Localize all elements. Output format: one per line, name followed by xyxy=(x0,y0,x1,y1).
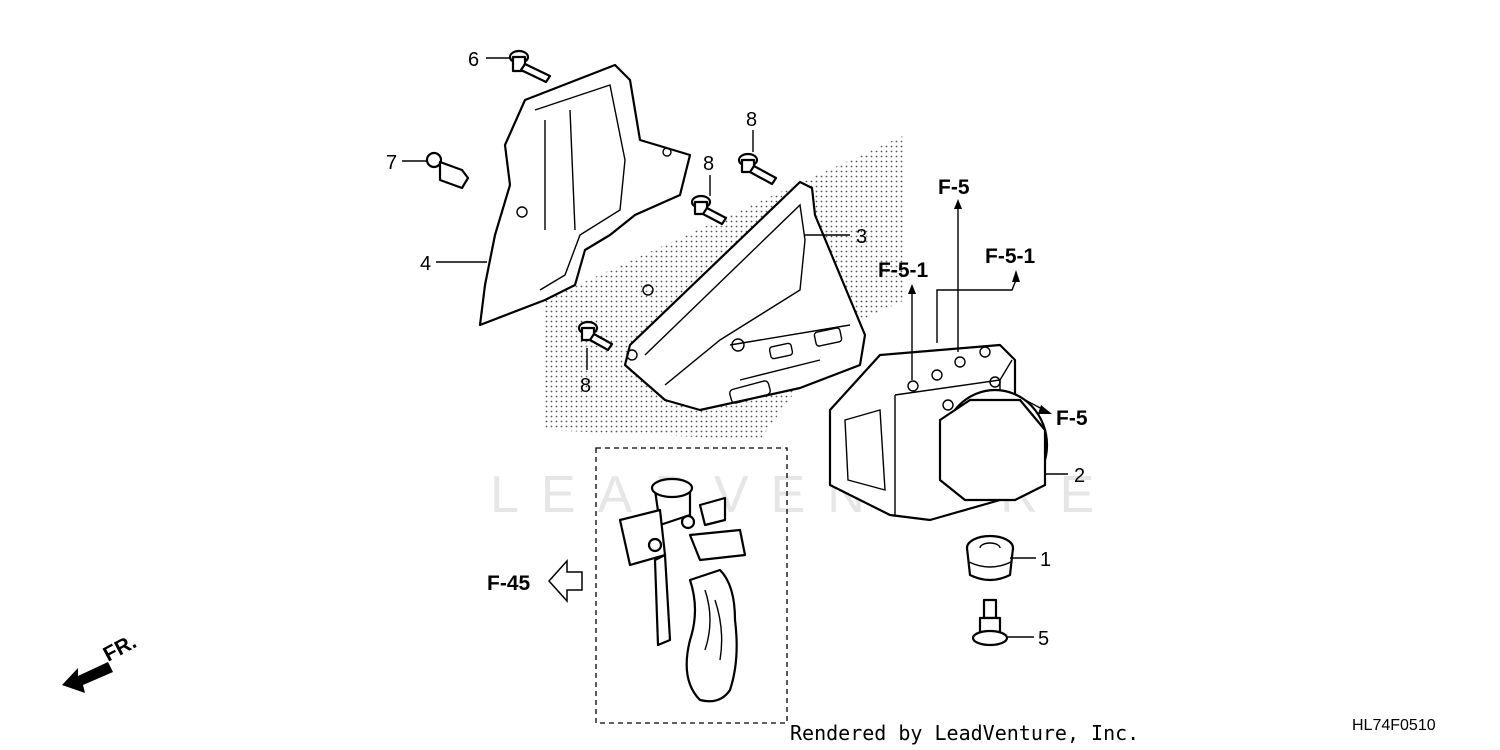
ref-f5-top: F-5 xyxy=(938,176,970,199)
ref-f45: F-45 xyxy=(487,572,531,595)
cover-part-4 xyxy=(478,63,692,327)
modulator-part-2 xyxy=(828,343,1049,522)
callout-5: 5 xyxy=(1038,628,1049,650)
hollow-left-arrow-icon xyxy=(547,559,583,603)
bracket-part-3 xyxy=(623,180,867,412)
ref-f5-right: F-5 xyxy=(1056,407,1088,430)
motor-cylinder xyxy=(938,388,1049,502)
ref-f5-1-left: F-5-1 xyxy=(878,259,928,282)
callout-3: 3 xyxy=(856,226,867,248)
callout-7: 7 xyxy=(386,152,397,174)
bolt-part-8-b xyxy=(690,194,728,226)
bolt-part-8-c xyxy=(577,320,614,352)
collar-bolt-part-5 xyxy=(971,598,1009,647)
credit-text: Rendered by LeadVenture, Inc. xyxy=(790,721,1139,745)
ref-f5-1-right: F-5-1 xyxy=(985,245,1035,268)
callout-2: 2 xyxy=(1074,465,1085,487)
diagram-code: HL74F0510 xyxy=(1352,717,1436,734)
callout-6: 6 xyxy=(468,49,479,71)
callout-8b: 8 xyxy=(703,153,714,175)
front-direction-arrow: FR. xyxy=(62,630,140,693)
callout-8a: 8 xyxy=(746,109,757,131)
leader-lines xyxy=(402,57,1068,638)
valve-assembly-box xyxy=(595,447,788,724)
ref-f45-group: F-45 xyxy=(487,559,583,603)
grommet-part-1 xyxy=(965,534,1015,582)
bolt-part-6 xyxy=(508,49,552,84)
front-indicator-label: FR. xyxy=(100,630,141,666)
callout-4: 4 xyxy=(420,253,431,275)
bolt-part-8-a xyxy=(737,152,778,186)
callout-8c: 8 xyxy=(580,375,591,397)
clip-part-7 xyxy=(425,151,470,190)
callout-1: 1 xyxy=(1040,549,1051,571)
